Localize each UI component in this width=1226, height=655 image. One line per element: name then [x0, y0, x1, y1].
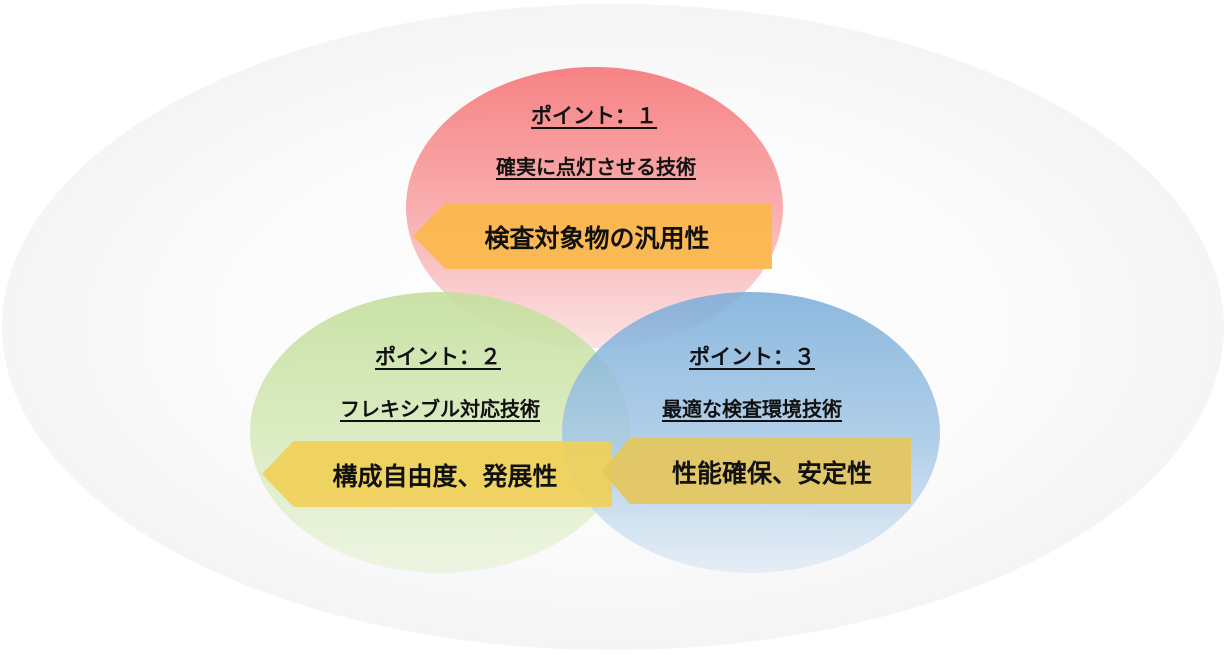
point-3-title: 最適な検査環境技術	[662, 397, 842, 421]
point-3-label: ポイント：３	[689, 345, 815, 369]
point-2-label: ポイント：２	[375, 345, 501, 369]
point-3-arrow	[602, 438, 911, 504]
point-3-circle	[562, 292, 940, 573]
point-1-label: ポイント：１	[531, 104, 657, 128]
point-2-arrow	[262, 441, 612, 507]
point-3-feature: 性能確保、安定性	[671, 459, 873, 488]
point-2-feature: 構成自由度、発展性	[332, 462, 558, 491]
point-1-arrow	[413, 203, 772, 269]
point-2-title: フレキシブル対応技術	[340, 397, 540, 421]
point-1-title: 確実に点灯させる技術	[496, 155, 696, 179]
point-1-feature: 検査対象物の汎用性	[484, 224, 710, 253]
